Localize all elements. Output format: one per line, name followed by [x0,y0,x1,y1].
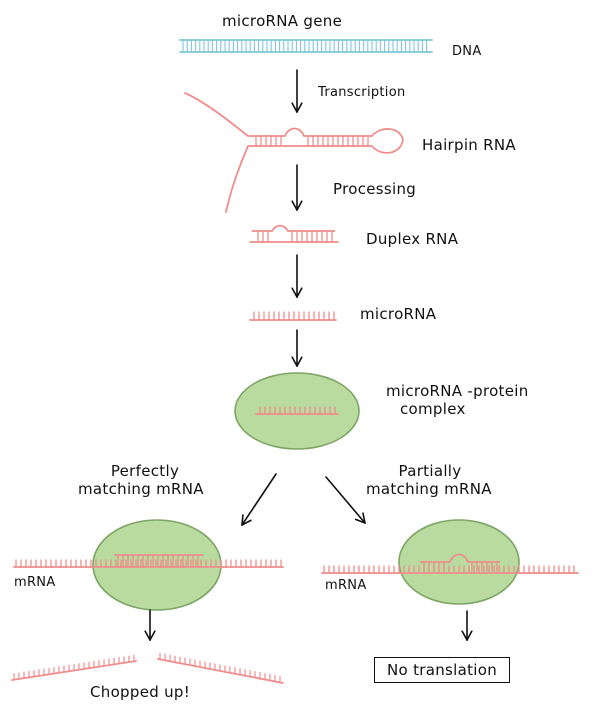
perfect-match-complex [13,519,284,611]
stroke [362,512,366,524]
stroke [291,200,298,211]
stroke [325,476,366,524]
mrna-left-label: mRNA [14,575,56,590]
stroke [241,473,277,526]
perfect-ellipse [92,519,222,611]
complex-label-line1: microRNA -protein [386,382,529,400]
stroke [296,102,303,113]
arrow-to-partial [325,476,366,524]
stroke [291,287,298,298]
arrow-to-complex [291,329,303,367]
stroke [144,630,151,641]
microrna-label: microRNA [360,305,437,323]
stroke [461,630,468,641]
arrow-to-no-translation [461,610,473,641]
perfect-label-line1: Perfectly [110,462,180,480]
chopped-fragments [11,652,284,684]
partial-match-complex [321,519,579,605]
hairpin-rna [184,92,404,213]
stroke [296,287,303,298]
no-translation-box: No translation [374,657,511,683]
microrna-strand [249,311,337,321]
stroke [296,356,303,367]
hairpin-backbone [184,92,404,213]
dna-strand [179,39,433,53]
processing-label: Processing [333,180,417,198]
gene-label: microRNA gene [222,12,343,30]
duplex-label: Duplex RNA [366,230,459,248]
complex-label-line2: complex [400,400,466,418]
arrow-processing [291,164,303,211]
mrna-right-label: mRNA [325,578,367,593]
stroke [354,518,366,524]
partial-label-line2: matching mRNA [366,480,492,498]
stroke [149,630,156,641]
stroke [241,514,244,526]
partial-ellipse [398,519,520,605]
transcription-label: Transcription [318,85,406,100]
dna-label: DNA [452,44,482,59]
partial-label-line1: Partially [398,462,462,480]
chopped-label: Chopped up! [90,683,191,701]
complex-body [234,372,360,450]
hairpin-label: Hairpin RNA [422,136,516,154]
partial-mirna [420,553,500,563]
duplex-top [252,224,335,232]
stroke [296,200,303,211]
arrow-to-chopped [144,609,156,641]
arrow-to-microrna [291,254,303,298]
stroke [241,519,252,526]
stroke [291,356,298,367]
duplex-rna [249,224,339,243]
perfect-label-line2: matching mRNA [78,480,204,498]
arrow-to-perfect [241,473,277,526]
stroke [466,630,473,641]
stroke [291,102,298,113]
arrow-transcription [291,69,303,113]
complex-ellipse [234,372,360,450]
